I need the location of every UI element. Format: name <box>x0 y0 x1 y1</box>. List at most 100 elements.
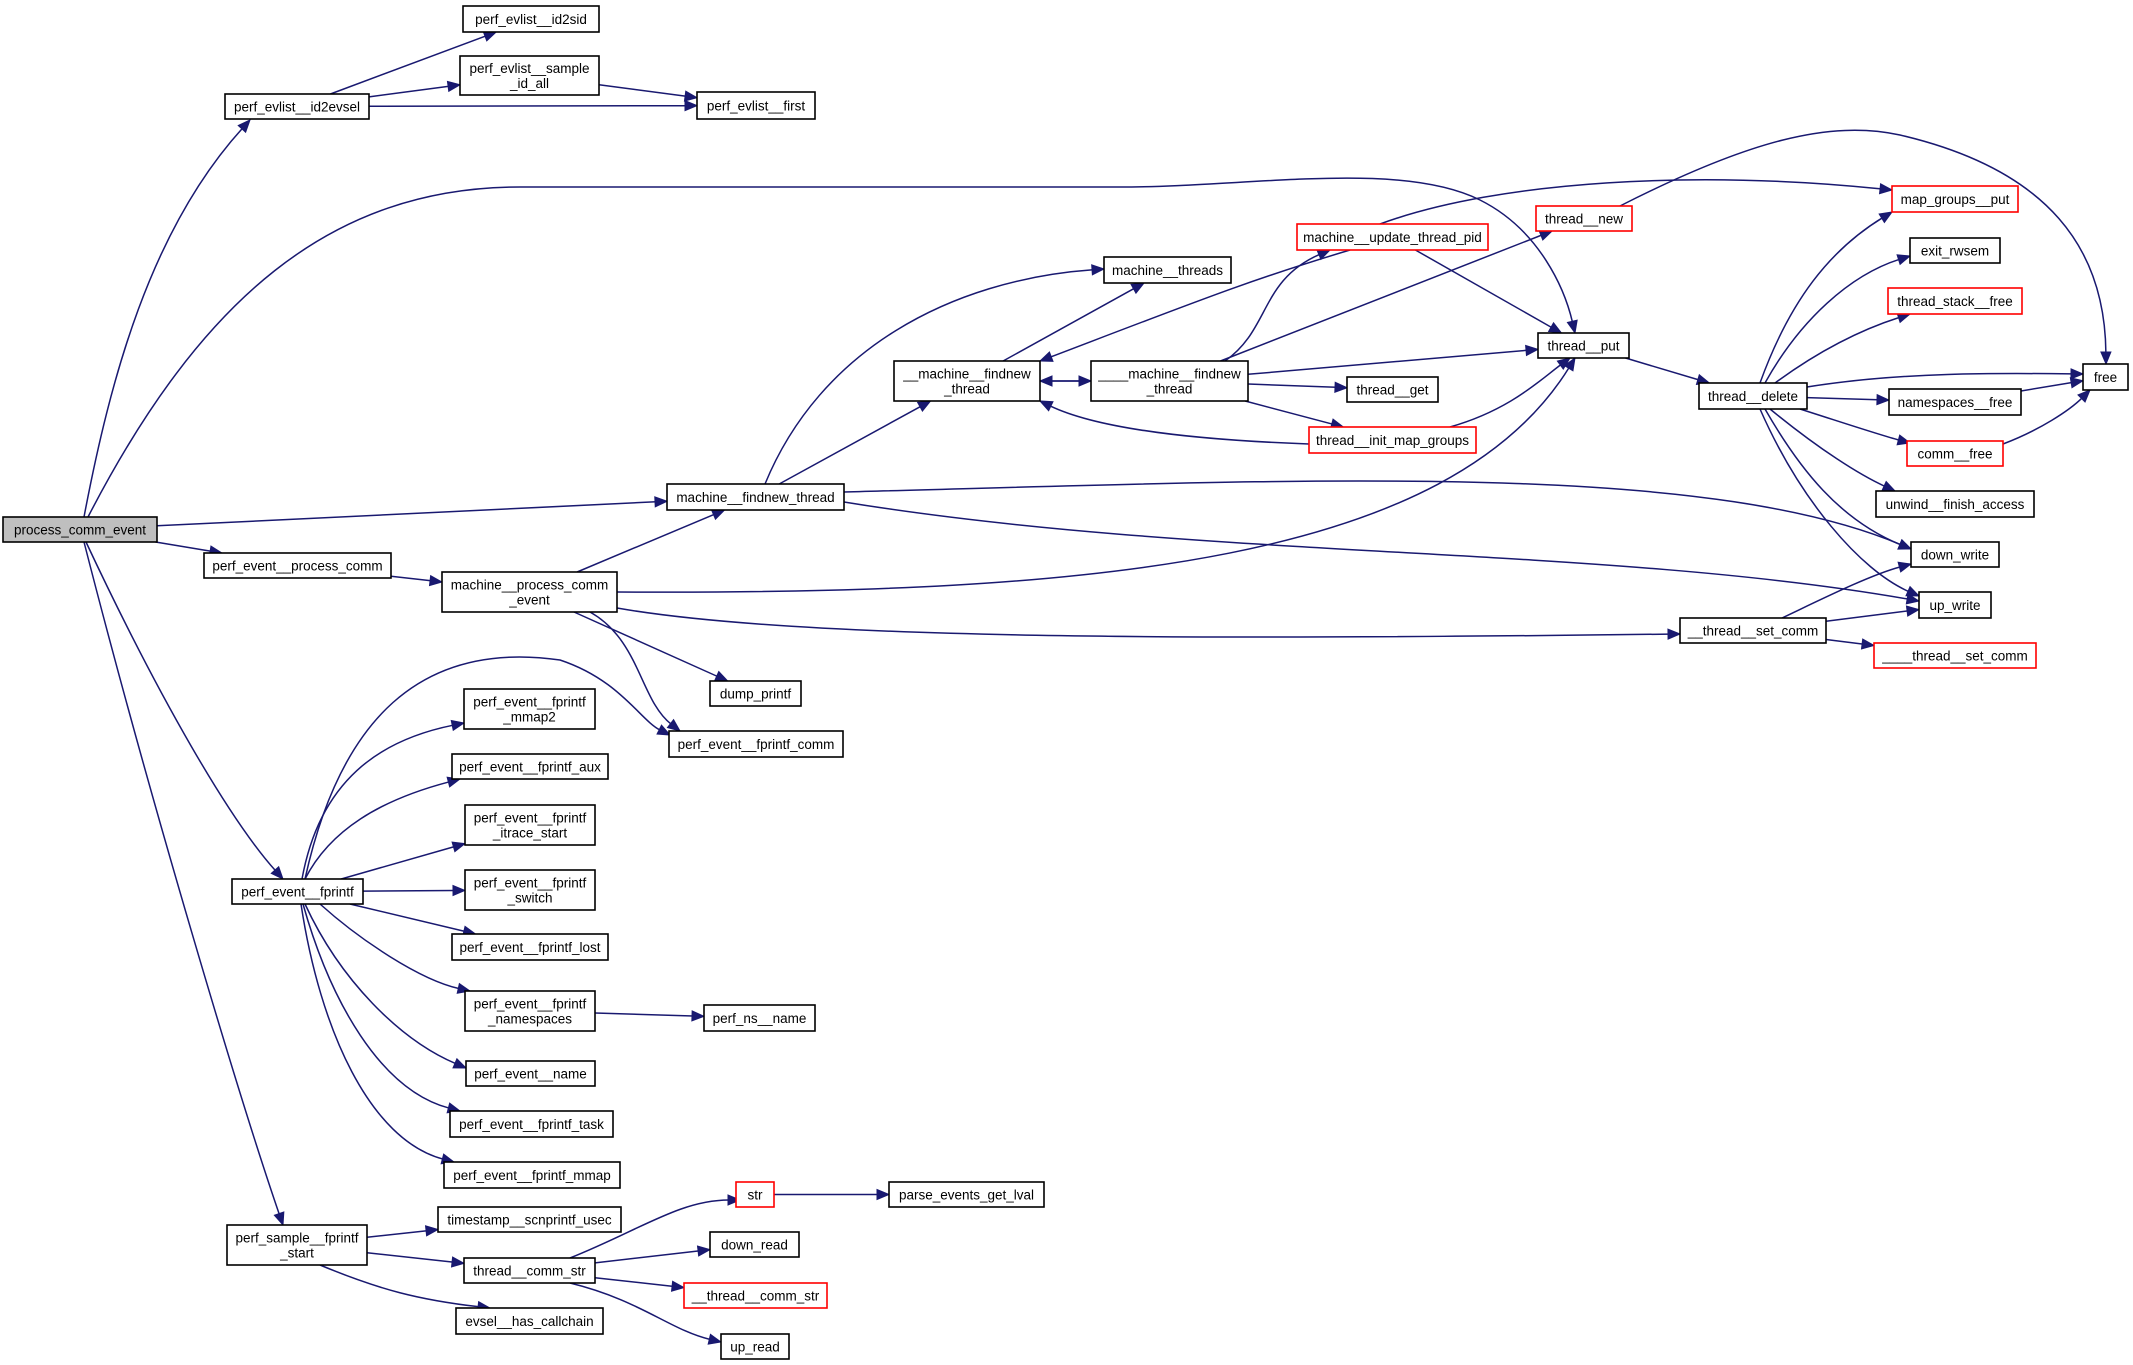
node-perf_event__fprintf_namespaces[interactable]: perf_event__fprintf_namespaces <box>464 990 596 1032</box>
node-box[interactable] <box>1090 360 1249 402</box>
node-box[interactable] <box>2 516 158 543</box>
node-box[interactable] <box>735 1181 775 1208</box>
node-process_comm_event[interactable]: process_comm_event <box>2 516 158 543</box>
node-__thread__comm_str[interactable]: __thread__comm_str <box>683 1282 828 1309</box>
node-perf_evlist__first[interactable]: perf_evlist__first <box>696 91 816 120</box>
node-box[interactable] <box>463 688 596 730</box>
node-box[interactable] <box>231 878 364 905</box>
node-box[interactable] <box>1537 332 1630 359</box>
node-box[interactable] <box>1296 223 1489 251</box>
node-box[interactable] <box>1308 426 1477 454</box>
node-machine__update_thread_pid[interactable]: machine__update_thread_pid <box>1296 223 1489 251</box>
node-__thread__set_comm[interactable]: __thread__set_comm <box>1679 617 1827 644</box>
node-perf_event__fprintf_lost[interactable]: perf_event__fprintf_lost <box>451 933 609 961</box>
node-thread__delete[interactable]: thread__delete <box>1698 382 1808 410</box>
node-evsel__has_callchain[interactable]: evsel__has_callchain <box>455 1307 604 1335</box>
node-box[interactable] <box>1887 287 2023 315</box>
node-box[interactable] <box>1906 440 2004 467</box>
node-perf_event__fprintf[interactable]: perf_event__fprintf <box>231 878 364 905</box>
node-thread_stack__free[interactable]: thread_stack__free <box>1887 287 2023 315</box>
node-box[interactable] <box>203 552 392 579</box>
node-box[interactable] <box>668 730 844 758</box>
node-box[interactable] <box>2082 363 2129 391</box>
node-box[interactable] <box>1873 642 2037 669</box>
node-box[interactable] <box>1103 256 1232 284</box>
node-box[interactable] <box>449 1110 614 1138</box>
node-box[interactable] <box>888 1181 1045 1208</box>
node-box[interactable] <box>226 1224 368 1266</box>
node-box[interactable] <box>451 753 609 780</box>
node-box[interactable] <box>443 1161 621 1189</box>
node-box[interactable] <box>464 869 596 911</box>
node-box[interactable] <box>1346 376 1439 403</box>
node-box[interactable] <box>437 1206 622 1233</box>
node-machine__process_comm_event[interactable]: machine__process_comm_event <box>441 571 618 613</box>
node-up_read[interactable]: up_read <box>720 1333 790 1360</box>
node-perf_event__name[interactable]: perf_event__name <box>465 1060 596 1087</box>
node-thread__new[interactable]: thread__new <box>1535 205 1633 232</box>
node-perf_event__fprintf_mmap[interactable]: perf_event__fprintf_mmap <box>443 1161 621 1189</box>
node-dump_printf[interactable]: dump_printf <box>709 680 802 707</box>
node-box[interactable] <box>1888 388 2022 416</box>
node-perf_evlist__id2evsel[interactable]: perf_evlist__id2evsel <box>224 93 370 120</box>
node-box[interactable] <box>703 1004 816 1032</box>
node-unwind__finish_access[interactable]: unwind__finish_access <box>1875 490 2035 518</box>
node-box[interactable] <box>465 1060 596 1087</box>
node-box[interactable] <box>696 91 816 120</box>
node-perf_ns__name[interactable]: perf_ns__name <box>703 1004 816 1032</box>
node-perf_event__fprintf_task[interactable]: perf_event__fprintf_task <box>449 1110 614 1138</box>
node-perf_sample__fprintf_start[interactable]: perf_sample__fprintf_start <box>226 1224 368 1266</box>
node-parse_events_get_lval[interactable]: parse_events_get_lval <box>888 1181 1045 1208</box>
node-box[interactable] <box>1679 617 1827 644</box>
node-up_write[interactable]: up_write <box>1918 591 1992 619</box>
node-machine__threads[interactable]: machine__threads <box>1103 256 1232 284</box>
node-thread__put[interactable]: thread__put <box>1537 332 1630 359</box>
node-perf_evlist__id2sid[interactable]: perf_evlist__id2sid <box>462 5 600 33</box>
node-thread__init_map_groups[interactable]: thread__init_map_groups <box>1308 426 1477 454</box>
node-perf_evlist__sample_id_all[interactable]: perf_evlist__sample_id_all <box>459 55 600 96</box>
node-box[interactable] <box>683 1282 828 1309</box>
node-box[interactable] <box>666 483 845 511</box>
node-box[interactable] <box>709 680 802 707</box>
node-box[interactable] <box>464 990 596 1032</box>
node-box[interactable] <box>720 1333 790 1360</box>
node-box[interactable] <box>893 360 1041 402</box>
node-box[interactable] <box>464 804 596 846</box>
node-box[interactable] <box>1909 237 2001 264</box>
node-down_write[interactable]: down_write <box>1910 541 2000 568</box>
node-box[interactable] <box>455 1307 604 1335</box>
node-perf_event__fprintf_mmap2[interactable]: perf_event__fprintf_mmap2 <box>463 688 596 730</box>
node-__machine__findnew_thread[interactable]: __machine__findnew_thread <box>893 360 1041 402</box>
node-free[interactable]: free <box>2082 363 2129 391</box>
node-box[interactable] <box>463 1257 596 1284</box>
node-____machine__findnew_thread[interactable]: ____machine__findnew_thread <box>1090 360 1249 402</box>
node-perf_event__process_comm[interactable]: perf_event__process_comm <box>203 552 392 579</box>
node-map_groups__put[interactable]: map_groups__put <box>1891 185 2019 213</box>
node-box[interactable] <box>459 55 600 96</box>
node-____thread__set_comm[interactable]: ____thread__set_comm <box>1873 642 2037 669</box>
node-machine__findnew_thread[interactable]: machine__findnew_thread <box>666 483 845 511</box>
node-box[interactable] <box>1918 591 1992 619</box>
node-thread__comm_str[interactable]: thread__comm_str <box>463 1257 596 1284</box>
node-perf_event__fprintf_aux[interactable]: perf_event__fprintf_aux <box>451 753 609 780</box>
node-thread__get[interactable]: thread__get <box>1346 376 1439 403</box>
node-timestamp__scnprintf_usec[interactable]: timestamp__scnprintf_usec <box>437 1206 622 1233</box>
node-down_read[interactable]: down_read <box>709 1231 800 1258</box>
node-perf_event__fprintf_comm[interactable]: perf_event__fprintf_comm <box>668 730 844 758</box>
node-perf_event__fprintf_itrace_start[interactable]: perf_event__fprintf_itrace_start <box>464 804 596 846</box>
node-box[interactable] <box>1535 205 1633 232</box>
node-box[interactable] <box>451 933 609 961</box>
node-box[interactable] <box>1891 185 2019 213</box>
node-str[interactable]: str <box>735 1181 775 1208</box>
node-box[interactable] <box>1698 382 1808 410</box>
node-comm__free[interactable]: comm__free <box>1906 440 2004 467</box>
node-box[interactable] <box>709 1231 800 1258</box>
node-perf_event__fprintf_switch[interactable]: perf_event__fprintf_switch <box>464 869 596 911</box>
node-box[interactable] <box>462 5 600 33</box>
node-exit_rwsem[interactable]: exit_rwsem <box>1909 237 2001 264</box>
node-namespaces__free[interactable]: namespaces__free <box>1888 388 2022 416</box>
node-box[interactable] <box>1910 541 2000 568</box>
node-box[interactable] <box>1875 490 2035 518</box>
node-box[interactable] <box>224 93 370 120</box>
node-box[interactable] <box>441 571 618 613</box>
